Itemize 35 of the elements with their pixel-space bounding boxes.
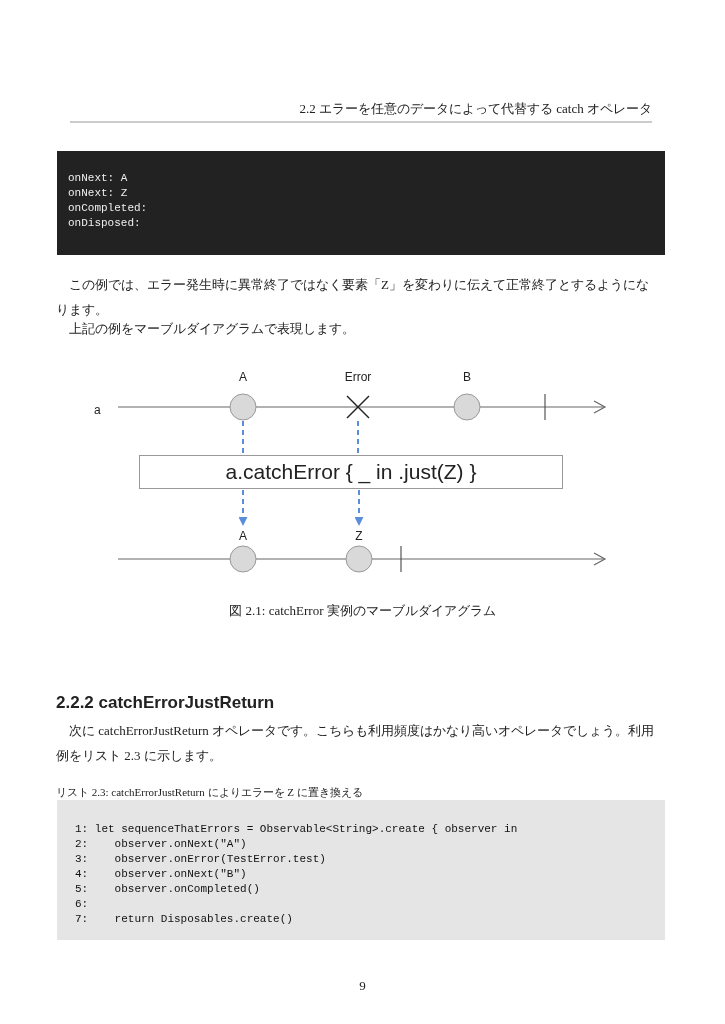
running-header: 2.2 エラーを任意のデータによって代替する catch オペレータ [299, 100, 652, 118]
code-line: 1: let sequenceThatErrors = Observable<String>.create { observer in [75, 822, 518, 837]
dashed-arrow [238, 489, 248, 527]
listing-caption: リスト 2.3: catchErrorJustReturn によりエラーを Z に置き換える [56, 785, 363, 800]
paragraph: 上記の例をマーブルダイアグラムで表現します。 [68, 320, 356, 338]
marble [345, 545, 373, 573]
code-line: 4: observer.onNext("B") [75, 867, 247, 882]
stream-name: a [94, 402, 101, 419]
code-line: 3: observer.onError(TestError.test) [75, 852, 326, 867]
marble-label: A [238, 528, 248, 545]
code-line: 7: return Disposables.create() [75, 912, 293, 927]
dashed-arrow [354, 489, 364, 527]
marble-label: Z [354, 528, 364, 545]
dashed-line [357, 420, 359, 455]
dashed-line [242, 420, 244, 455]
marble-label: B [462, 369, 472, 386]
operator-box: a.catchError { _ in .just(Z) } [139, 455, 563, 489]
code-line: 5: observer.onCompleted() [75, 882, 260, 897]
section-heading: 2.2.2 catchErrorJustReturn [56, 692, 275, 714]
figure-caption: 図 2.1: catchError 実例のマーブルダイアグラム [228, 602, 497, 620]
page-number: 9 [358, 977, 367, 995]
code-line: onNext: Z [68, 186, 128, 201]
marble-label: Error [343, 369, 373, 386]
code-line: 2: observer.onNext("A") [75, 837, 247, 852]
marble-label: A [238, 369, 248, 386]
code-line: onNext: A [68, 171, 128, 186]
code-line: onCompleted: [68, 201, 148, 216]
paragraph: この例では、エラー発生時に異常終了ではなく要素「Z」を変わりに伝えて正常終了とするようになります。 [56, 276, 650, 319]
error-cross-icon [344, 393, 372, 421]
paragraph: 次に catchErrorJustReturn オペレータです。こちらも利用頻度はかなり高いオペレータでしょう。利用例をリスト 2.3 に示します。 [56, 722, 655, 765]
code-line: 6: [75, 897, 89, 912]
marble [229, 545, 257, 573]
marble [453, 393, 481, 421]
code-line: onDisposed: [68, 216, 141, 231]
marble [229, 393, 257, 421]
